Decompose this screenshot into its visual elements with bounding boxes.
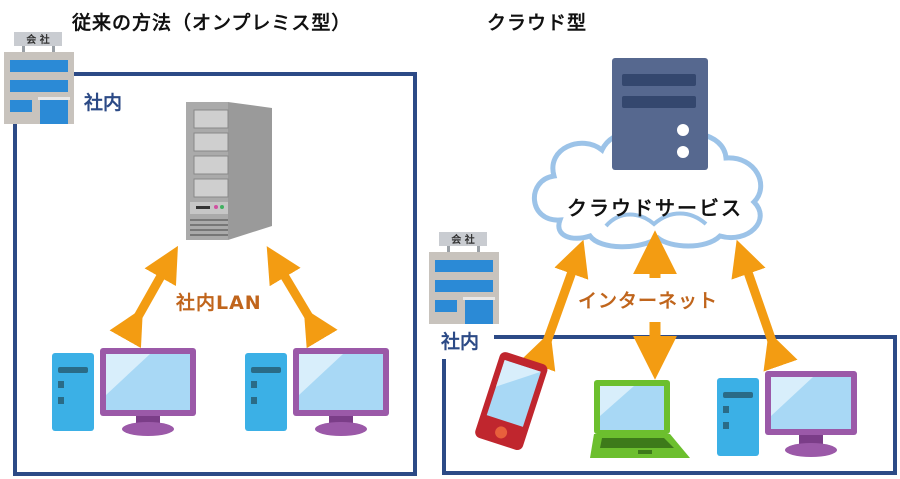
company-building-icon: 会 社 bbox=[429, 232, 499, 324]
desktop-pc-icon bbox=[245, 348, 389, 436]
svg-text:会 社: 会 社 bbox=[451, 233, 474, 246]
cloud-server-icon bbox=[612, 58, 708, 170]
internet-arrow-desktop bbox=[731, 239, 798, 372]
cloud-front-icon bbox=[604, 211, 708, 228]
zone-border-bottom bbox=[13, 472, 417, 476]
smartphone-icon bbox=[475, 352, 548, 451]
cloud-title: クラウド型 bbox=[487, 12, 588, 34]
zone-border-right bbox=[413, 72, 417, 476]
lan-label: 社内LAN bbox=[176, 292, 262, 314]
cloud-office-zone-label: 社内 bbox=[441, 331, 480, 353]
lan-arrow-right bbox=[266, 246, 338, 349]
cloud-service-label: クラウドサービス bbox=[567, 196, 743, 220]
lan-arrow-left bbox=[109, 245, 178, 349]
internet-arrow-phone bbox=[521, 239, 589, 372]
zone-border-left bbox=[442, 359, 446, 475]
desktop-pc-icon bbox=[52, 348, 196, 436]
zone-border-bottom bbox=[442, 471, 897, 475]
on-premise-zone-label: 社内 bbox=[84, 92, 123, 114]
on-premise-title: 従来の方法（オンプレミス型） bbox=[72, 12, 352, 34]
internet-label: インターネット bbox=[578, 290, 719, 312]
company-building-icon: 会 社 bbox=[4, 32, 74, 124]
laptop-icon bbox=[590, 380, 690, 458]
on-premise-server-icon bbox=[186, 102, 272, 240]
desktop-pc-icon bbox=[717, 371, 857, 457]
zone-border-top bbox=[494, 335, 897, 339]
zone-border-top bbox=[72, 72, 417, 76]
zone-border-right bbox=[893, 335, 897, 475]
svg-text:会 社: 会 社 bbox=[26, 33, 49, 46]
zone-border-left bbox=[13, 124, 17, 476]
